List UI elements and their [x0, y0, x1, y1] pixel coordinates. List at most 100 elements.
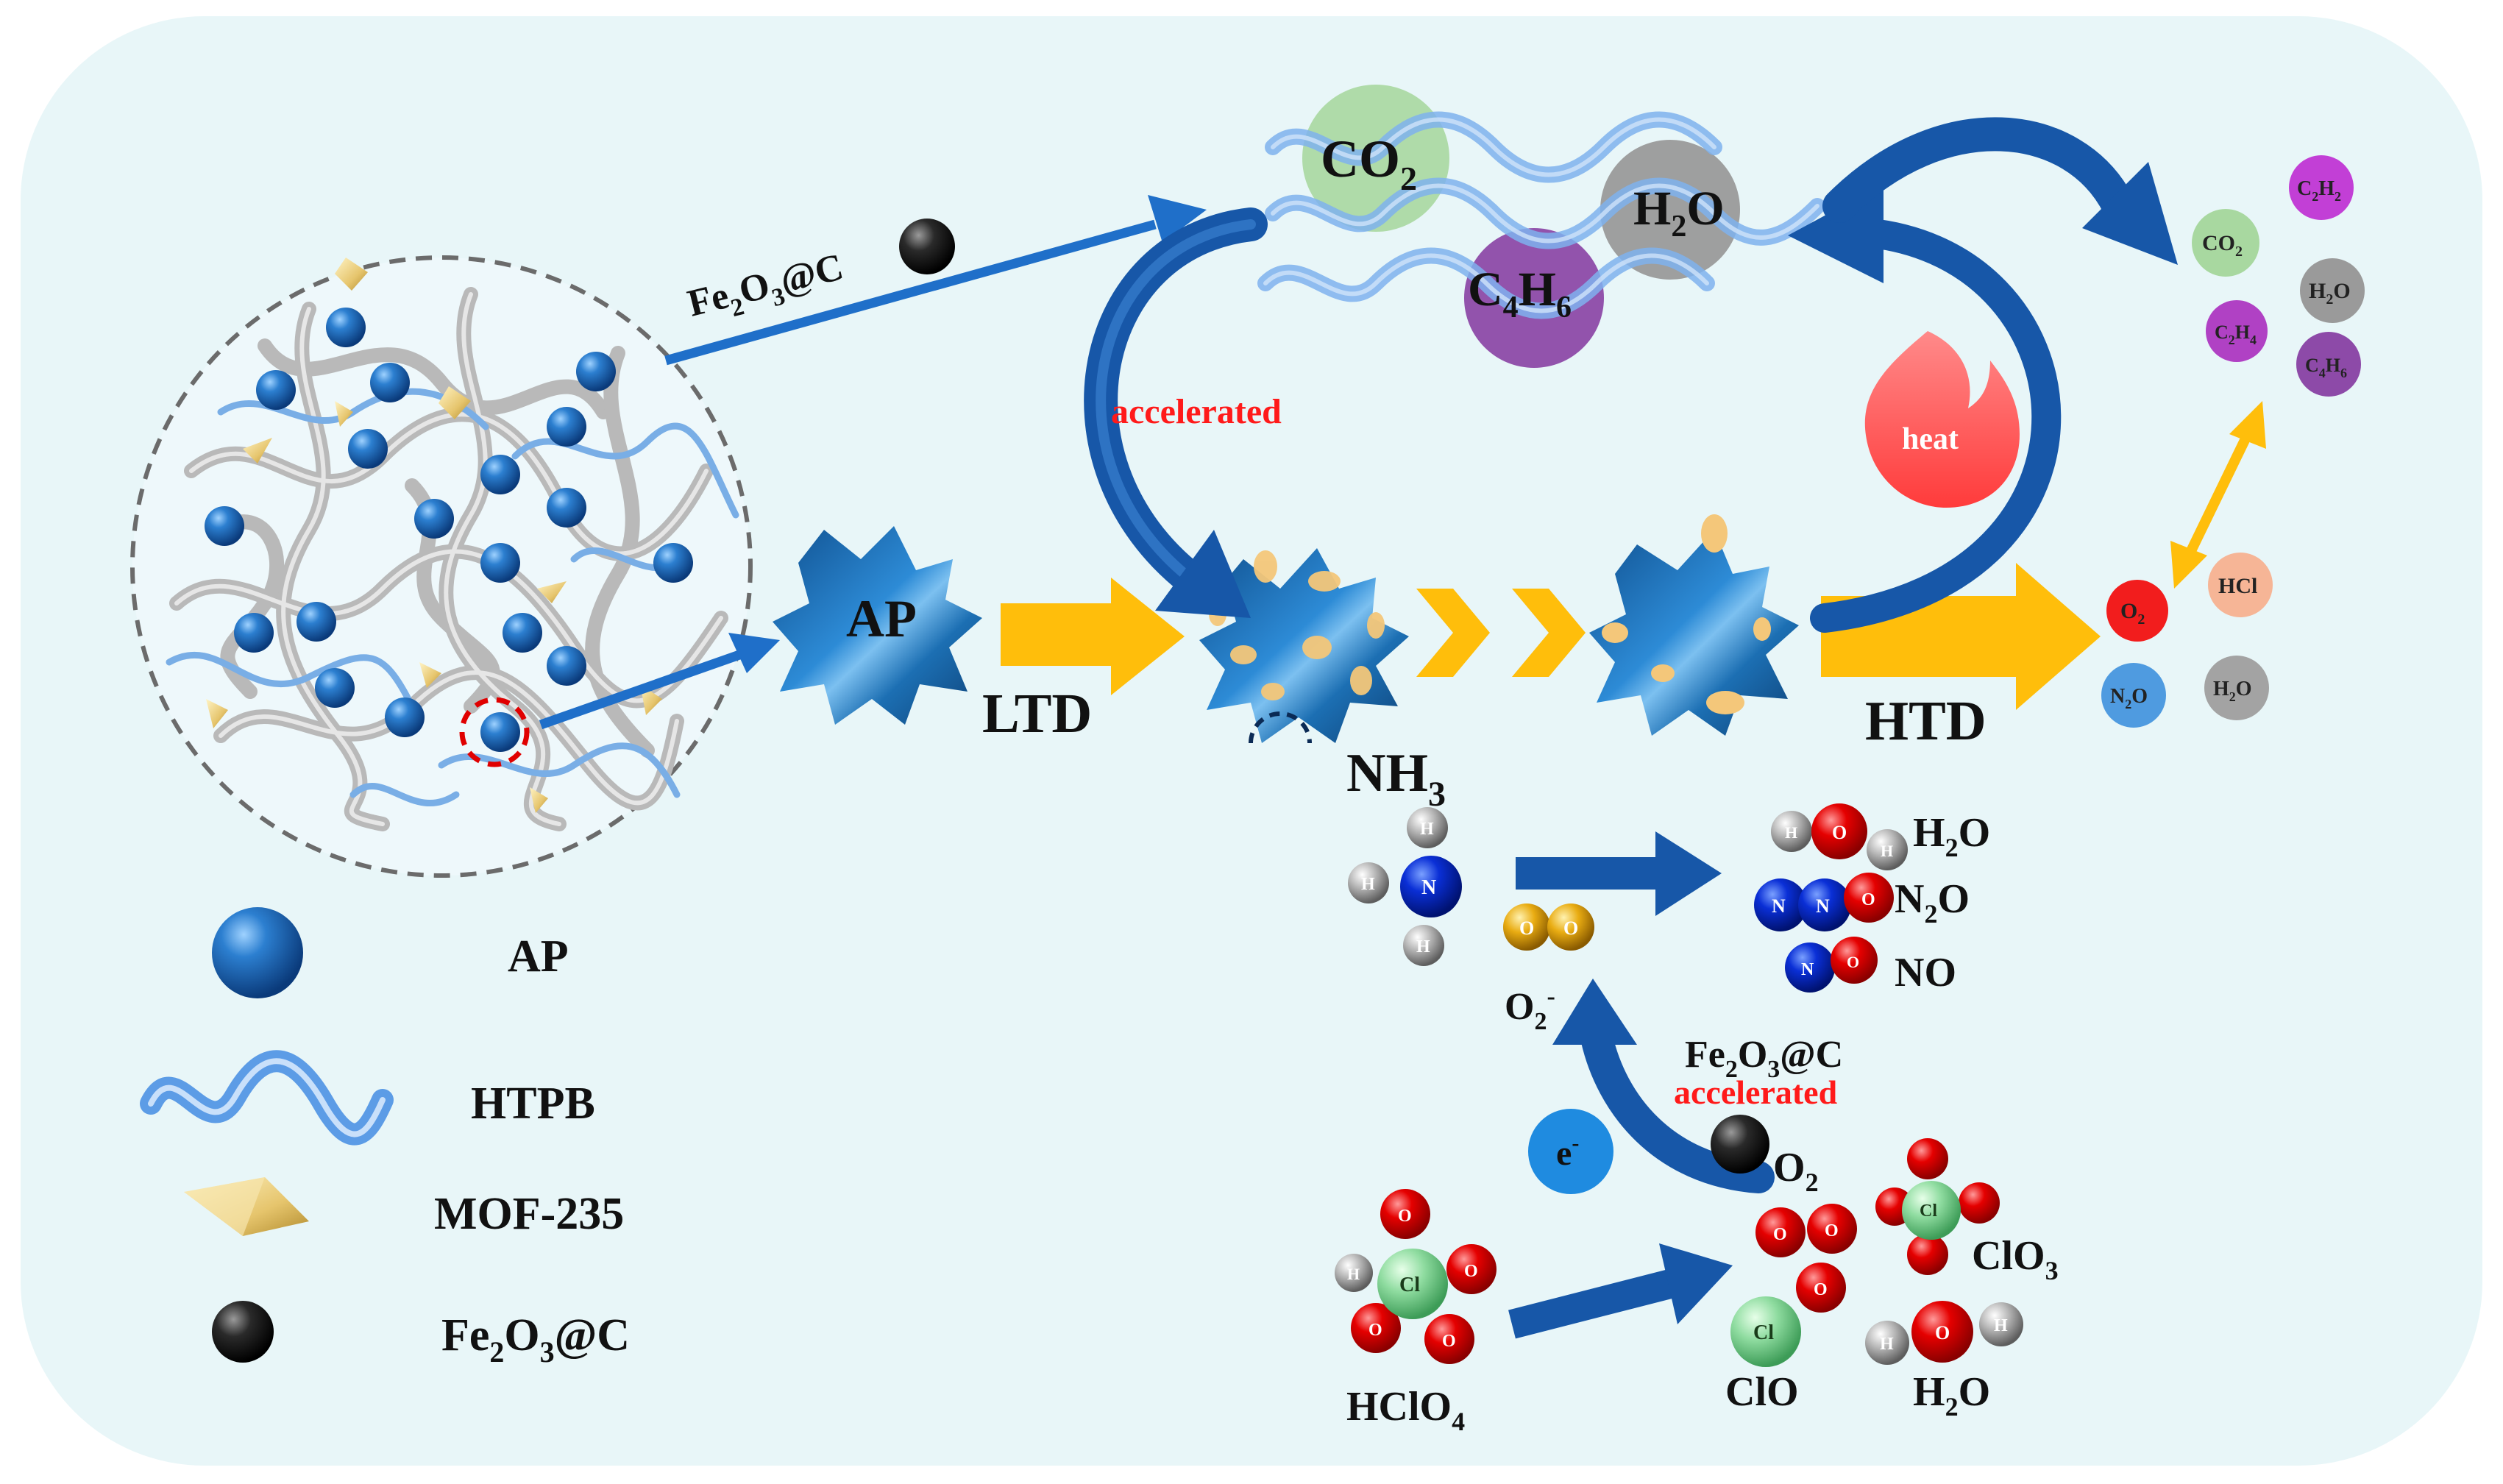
c4h6-bubble-label: C4H6 — [1468, 263, 1572, 324]
products-top-right: C2H2 CO2 H2O C2H4 C4H6 — [2192, 155, 2365, 397]
svg-text:C4H6: C4H6 — [2305, 355, 2347, 380]
arrow-nh3-products — [1516, 831, 1722, 916]
svg-text:O: O — [1773, 1225, 1787, 1244]
products-right: O2 HCl N2O H2O — [2101, 553, 2273, 728]
progress-chevrons — [1416, 589, 1586, 677]
ap-particle: AP — [773, 526, 982, 725]
svg-text:Fe2O3@C: Fe2O3@C — [684, 246, 849, 332]
co2-bubble-label: CO2 — [1321, 129, 1417, 197]
svg-text:H: H — [1880, 1335, 1894, 1354]
accelerated-bottom-label: accelerated — [1674, 1073, 1838, 1111]
heat-label: heat — [1902, 422, 1959, 456]
svg-text:O: O — [1861, 890, 1875, 909]
legend: AP HTPB MOF-235 Fe2O3@C — [140, 907, 630, 1368]
h2o-label-bottom: H2O — [1913, 1369, 1990, 1421]
nh3-molecule: N H H H — [1348, 807, 1462, 966]
h2o-molecule-bottom: H O H — [1865, 1301, 2023, 1365]
accelerated-loop-arrow — [1084, 207, 1268, 618]
h2o-molecule-top: H O H — [1771, 803, 1908, 870]
hclo4-label: HClO4 — [1346, 1384, 1465, 1436]
fe2o3c-sphere — [899, 219, 955, 274]
fe2o3c-mid-label: Fe2O3@C — [1685, 1034, 1843, 1083]
product-h2o: H2O — [2300, 258, 2365, 323]
svg-text:H: H — [1881, 842, 1893, 860]
o2-superoxide-molecule: O O — [1503, 903, 1594, 951]
electron-icon: e- — [1528, 1109, 1613, 1194]
svg-text:C2H2: C2H2 — [2297, 177, 2341, 204]
svg-text:H: H — [1785, 823, 1797, 842]
svg-text:H: H — [1420, 820, 1434, 839]
svg-text:O: O — [1825, 1221, 1839, 1240]
accelerated-top-label: accelerated — [1111, 392, 1282, 431]
o2-minus-label: O2- — [1505, 983, 1555, 1035]
legend-ap-sphere — [212, 907, 303, 998]
no-label: NO — [1895, 950, 1956, 995]
svg-text:H: H — [1361, 875, 1375, 894]
svg-text:N: N — [1421, 876, 1436, 899]
svg-text:Cl: Cl — [1399, 1274, 1420, 1296]
svg-text:e-: e- — [1556, 1131, 1579, 1173]
svg-text:N: N — [1816, 895, 1830, 917]
o2-label: O2 — [1773, 1145, 1819, 1197]
clo-label: ClO — [1725, 1369, 1799, 1415]
svg-text:AP: AP — [508, 931, 569, 981]
product-h2o-right: H2O — [2204, 656, 2269, 720]
svg-text:O: O — [1368, 1321, 1382, 1340]
svg-text:H2O: H2O — [2309, 279, 2351, 308]
svg-text:MOF-235: MOF-235 — [434, 1189, 624, 1239]
ap-particle-decomposing — [1199, 548, 1409, 744]
svg-text:N: N — [1772, 895, 1786, 917]
svg-text:N: N — [1801, 960, 1814, 979]
fe2o3c-arrow-label: Fe2O3@C — [684, 219, 955, 332]
svg-text:N2O: N2O — [2110, 685, 2148, 711]
svg-text:O: O — [1563, 917, 1578, 939]
product-c2h2: C2H2 — [2289, 155, 2354, 220]
legend-item-fe2o3c: Fe2O3@C — [212, 1301, 630, 1368]
legend-item-mof: MOF-235 — [184, 1177, 624, 1239]
nh3-label: NH3 — [1346, 743, 1446, 814]
svg-text:H: H — [1347, 1265, 1360, 1283]
n2o-label: N2O — [1895, 876, 1970, 929]
propellant-matrix-circle — [130, 255, 753, 878]
svg-text:O: O — [1847, 953, 1859, 971]
no-molecule: N O — [1785, 937, 1878, 993]
svg-text:O: O — [1832, 822, 1847, 843]
h2o-bubble-label: H2O — [1633, 182, 1725, 244]
product-co2: CO2 — [2192, 209, 2259, 277]
svg-text:AP: AP — [846, 589, 917, 648]
n2o-molecule: N N O — [1754, 873, 1894, 931]
product-c2h4: C2H4 — [2206, 300, 2268, 362]
arrow-hclo4-products — [1508, 1243, 1733, 1339]
svg-text:O: O — [1442, 1332, 1456, 1351]
legend-item-ap: AP — [212, 907, 569, 998]
heat-flame-icon: heat — [1864, 331, 2020, 508]
arrow-to-products — [1822, 117, 2178, 265]
svg-text:H: H — [1994, 1316, 2008, 1335]
product-c4h6: C4H6 — [2296, 332, 2361, 397]
gas-products-cloud: CO2 H2O C4H6 — [1257, 85, 1825, 368]
svg-text:Fe2O3@C: Fe2O3@C — [441, 1310, 630, 1368]
svg-text:HCl: HCl — [2218, 574, 2257, 598]
svg-text:C2H4: C2H4 — [2215, 322, 2257, 347]
svg-text:CO2: CO2 — [2202, 231, 2243, 260]
svg-text:H2O: H2O — [2213, 678, 2252, 704]
legend-item-htpb: HTPB — [140, 1050, 595, 1146]
svg-text:O: O — [1398, 1207, 1412, 1226]
svg-text:O2: O2 — [2120, 599, 2145, 628]
arrow-to-gas — [664, 195, 1207, 366]
clo3-molecule: Cl — [1875, 1138, 2000, 1275]
svg-text:Cl: Cl — [1753, 1321, 1774, 1344]
ap-spheres — [205, 308, 693, 752]
clo-molecule: Cl — [1730, 1296, 1801, 1367]
accelerated-arrow-bottom — [1552, 979, 1775, 1193]
svg-text:HTPB: HTPB — [471, 1079, 595, 1129]
product-o2: O2 — [2106, 580, 2168, 642]
highlight-ring — [459, 697, 530, 767]
product-n2o: N2O — [2101, 663, 2166, 728]
ap-particle-decomposed — [1589, 514, 1799, 736]
ltd-arrow — [1001, 578, 1185, 695]
hclo4-molecule: O O O O H Cl — [1335, 1189, 1497, 1364]
fe2o3c-sphere-mid — [1711, 1115, 1769, 1174]
